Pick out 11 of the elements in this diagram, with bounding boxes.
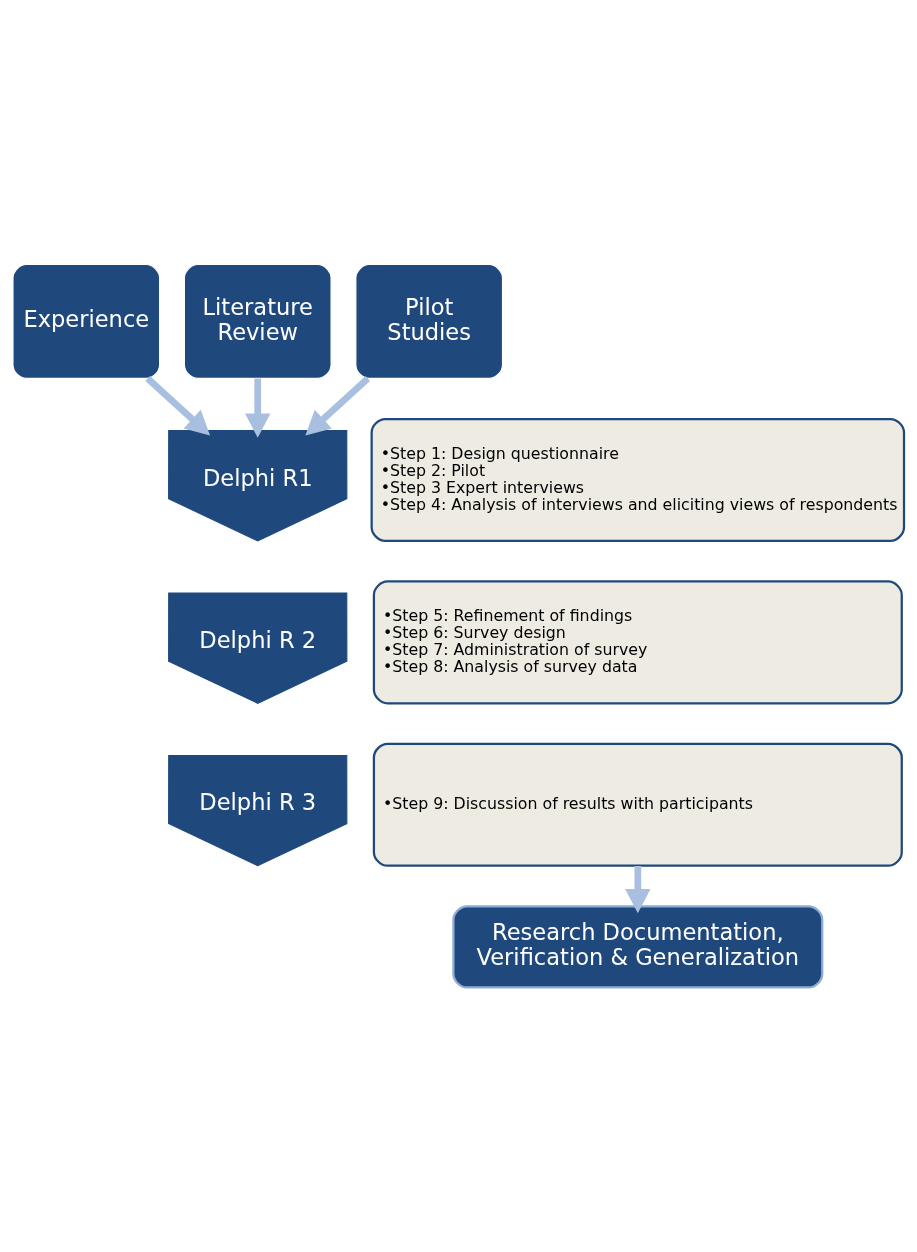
node-box: Literature Review — [183, 263, 332, 379]
arrow — [245, 378, 271, 438]
node-box: Research Documentation, Verification & Generalization — [452, 905, 824, 989]
arrow — [305, 376, 371, 436]
arrow — [625, 866, 651, 914]
node-box: Experience — [12, 263, 161, 379]
node-box: •Step 9: Discussion of results with participants — [372, 742, 903, 867]
node-box: •Step 1: Design questionnaire •Step 2: Pilot •Step 3 Expert interviews •Step 4: Analysis of interviews and eliciting views of respondents — [370, 417, 906, 542]
arrow — [145, 376, 211, 436]
node-box: •Step 5: Refinement of findings •Step 6: Survey design •Step 7: Administration of survey •Step 8: Analysis of survey data — [372, 580, 903, 705]
node-box: Pilot Studies — [355, 263, 504, 379]
